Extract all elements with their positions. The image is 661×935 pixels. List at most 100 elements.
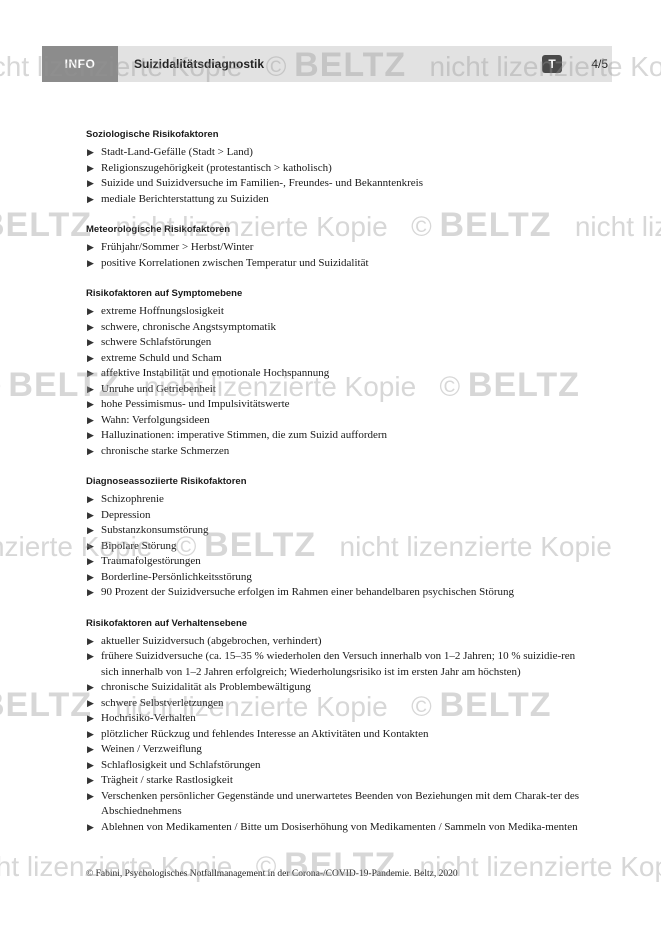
list-item-text: Suizide und Suizidversuche im Familien-,…: [101, 177, 423, 189]
list-item: ▶ schwere Schlafstörungen: [86, 335, 586, 351]
list-item: ▶Stadt-Land-Gefälle (Stadt > Land): [86, 145, 586, 161]
list-item: ▶ Suizide und Suizidversuche im Familien-…: [86, 176, 586, 192]
list-item-text: Frühjahr/Sommer > Herbst/Winter: [101, 241, 254, 253]
list-item-text: Ablehnen von Medikamenten / Bitte um Dos…: [101, 820, 578, 833]
list-item: ▶ Religionszugehörigkeit (protestantisch …: [86, 161, 586, 177]
triangle-bullet-icon: ▶: [87, 587, 94, 597]
list-item: ▶aktueller Suizidversuch (abgebrochen, v…: [86, 634, 586, 650]
triangle-bullet-icon: ▶: [87, 321, 94, 332]
list-item: ▶ schwere, chronische Angstsymptomatik: [86, 320, 586, 336]
list-item-text: chronische Suizidalität als Problembewäl…: [101, 681, 311, 693]
triangle-bullet-icon: ▶: [87, 337, 94, 347]
list-item-text: Verschenken persönlicher Gegenstände und…: [101, 789, 580, 818]
list-item: ▶Schizophrenie: [86, 492, 586, 508]
list-item-text: extreme Hoffnungslosigkeit: [101, 305, 224, 317]
beltz-logo: BELTZ: [0, 686, 93, 724]
list-item: ▶ chronische starke Schmerzen: [86, 444, 586, 460]
list-item-text: Religionszugehörigkeit (protestantisch >…: [101, 161, 332, 174]
triangle-bullet-icon: ▶: [87, 445, 94, 456]
section-diagnose: Diagnoseassoziierte Risikofaktoren ▶Schi…: [86, 475, 586, 601]
list-item: ▶ Ablehnen von Medikamenten / Bitte um Do…: [86, 820, 586, 836]
triangle-bullet-icon: ▶: [87, 821, 94, 832]
list-item: ▶ 90 Prozent der Suizidversuche erfolgen …: [86, 585, 586, 601]
triangle-bullet-icon: ▶: [87, 147, 94, 157]
section-soziologisch: Soziologische Risikofaktoren ▶Stadt-Land…: [86, 128, 586, 207]
list-item-text: Traumafolgestörungen: [101, 555, 201, 567]
list-item: ▶ Depression: [86, 508, 586, 524]
list-item: ▶ plötzlicher Rückzug und fehlendes Inter…: [86, 727, 586, 743]
list-item-text: Depression: [101, 508, 151, 521]
list-item-text: Wahn: Verfolgungsideen: [101, 413, 210, 426]
triangle-bullet-icon: ▶: [87, 682, 94, 692]
list-item: ▶ Halluzinationen: imperative Stimmen, di…: [86, 428, 586, 444]
triangle-bullet-icon: ▶: [87, 571, 94, 582]
list-item: ▶ Borderline-Persönlichkeitsstörung: [86, 570, 586, 586]
triangle-bullet-icon: ▶: [87, 306, 94, 316]
bullet-list: ▶Schizophrenie ▶Depression ▶Substanzkons…: [86, 492, 586, 601]
bullet-list: ▶Stadt-Land-Gefälle (Stadt > Land) ▶ Reli…: [86, 145, 586, 207]
list-item-text: Trägheit / starke Rastlosigkeit: [101, 774, 233, 786]
triangle-bullet-icon: ▶: [87, 430, 94, 440]
list-item-text: plötzlicher Rückzug und fehlendes Intere…: [101, 727, 429, 740]
t-badge-icon: T: [542, 55, 562, 73]
page-number: 4/5: [591, 57, 608, 71]
list-item: ▶Hochrisiko-Verhalten: [86, 711, 586, 727]
list-item: ▶Weinen / Verzweiflung: [86, 742, 586, 758]
list-item: ▶ mediale Berichterstattung zu Suiziden: [86, 192, 586, 208]
section-heading: Diagnoseassoziierte Risikofaktoren: [86, 476, 247, 487]
list-item: ▶ Traumafolgestörungen: [86, 554, 586, 570]
list-item: ▶hohe Pessimismus- und Impulsivitätswert…: [86, 397, 586, 413]
triangle-bullet-icon: ▶: [87, 697, 94, 708]
section-meteorologisch: Meteorologische Risikofaktoren ▶Frühjahr…: [86, 223, 586, 271]
list-item-text: mediale Berichterstattung zu Suiziden: [101, 192, 269, 205]
beltz-logo: BELTZ: [0, 206, 93, 244]
list-item-text: Bipolare Störung: [101, 539, 177, 552]
triangle-bullet-icon: ▶: [87, 713, 94, 723]
list-item: ▶Substanzkonsumstörung: [86, 523, 586, 539]
list-item-text: extreme Schuld und Scham: [101, 351, 222, 364]
section-verhalten: Risikofaktoren auf Verhaltensebene ▶aktu…: [86, 617, 586, 836]
triangle-bullet-icon: ▶: [87, 162, 94, 173]
triangle-bullet-icon: ▶: [87, 383, 94, 394]
section-heading: Soziologische Risikofaktoren: [86, 129, 219, 140]
section-heading: Risikofaktoren auf Verhaltensebene: [86, 617, 248, 629]
triangle-bullet-icon: ▶: [87, 556, 94, 566]
list-item-text: Halluzinationen: imperative Stimmen, die…: [101, 429, 388, 441]
list-item-text: schwere Selbstverletzungen: [101, 696, 224, 709]
list-item-text: Substanzkonsumstörung: [101, 524, 209, 536]
list-item: ▶ Wahn: Verfolgungsideen: [86, 413, 586, 429]
triangle-bullet-icon: ▶: [87, 540, 94, 551]
info-tab: INFO: [42, 46, 118, 82]
list-item: ▶Schlaflosigkeit und Schlafstörungen: [86, 758, 586, 774]
content-body: Soziologische Risikofaktoren ▶Stadt-Land…: [86, 128, 586, 851]
triangle-bullet-icon: ▶: [87, 178, 94, 188]
list-item-text: chronische starke Schmerzen: [101, 444, 230, 457]
triangle-bullet-icon: ▶: [87, 257, 94, 268]
triangle-bullet-icon: ▶: [87, 509, 94, 520]
list-item: ▶positive Korrelationen zwischen Tempera…: [86, 256, 586, 272]
list-item: ▶Unruhe und Getriebenheit: [86, 382, 586, 398]
list-item: ▶ chronische Suizidalität als Problembewä…: [86, 680, 586, 696]
list-item: ▶ frühere Suizidversuche (ca. 15–35 % wie…: [86, 649, 586, 680]
list-item-text: Schizophrenie: [101, 493, 164, 505]
list-item: ▶ schwere Selbstverletzungen: [86, 696, 586, 712]
list-item-text: frühere Suizidversuche (ca. 15–35 % wied…: [101, 650, 576, 678]
triangle-bullet-icon: ▶: [87, 399, 94, 409]
triangle-bullet-icon: ▶: [87, 651, 94, 661]
triangle-bullet-icon: ▶: [87, 193, 94, 204]
triangle-bullet-icon: ▶: [87, 414, 94, 425]
page-title: Suizidalitätsdiagnostik: [134, 57, 265, 71]
list-item-text: schwere Schlafstörungen: [101, 336, 212, 348]
triangle-bullet-icon: ▶: [87, 744, 94, 754]
list-item: ▶Trägheit / starke Rastlosigkeit: [86, 773, 586, 789]
triangle-bullet-icon: ▶: [87, 728, 94, 739]
list-item: ▶ extreme Hoffnungslosigkeit: [86, 304, 586, 320]
list-item-text: 90 Prozent der Suizidversuche erfolgen i…: [101, 586, 514, 598]
list-item: ▶ Bipolare Störung: [86, 539, 586, 555]
list-item-text: Borderline-Persönlichkeitsstörung: [101, 570, 252, 583]
watermark-text: nicht lizenzierte Kopie: [574, 211, 661, 242]
list-item-text: schwere, chronische Angstsymptomatik: [101, 320, 277, 333]
triangle-bullet-icon: ▶: [87, 352, 94, 363]
bullet-list: ▶aktueller Suizidversuch (abgebrochen, v…: [86, 634, 586, 836]
header-bar: INFO Suizidalitätsdiagnostik T 4/5: [42, 46, 612, 82]
